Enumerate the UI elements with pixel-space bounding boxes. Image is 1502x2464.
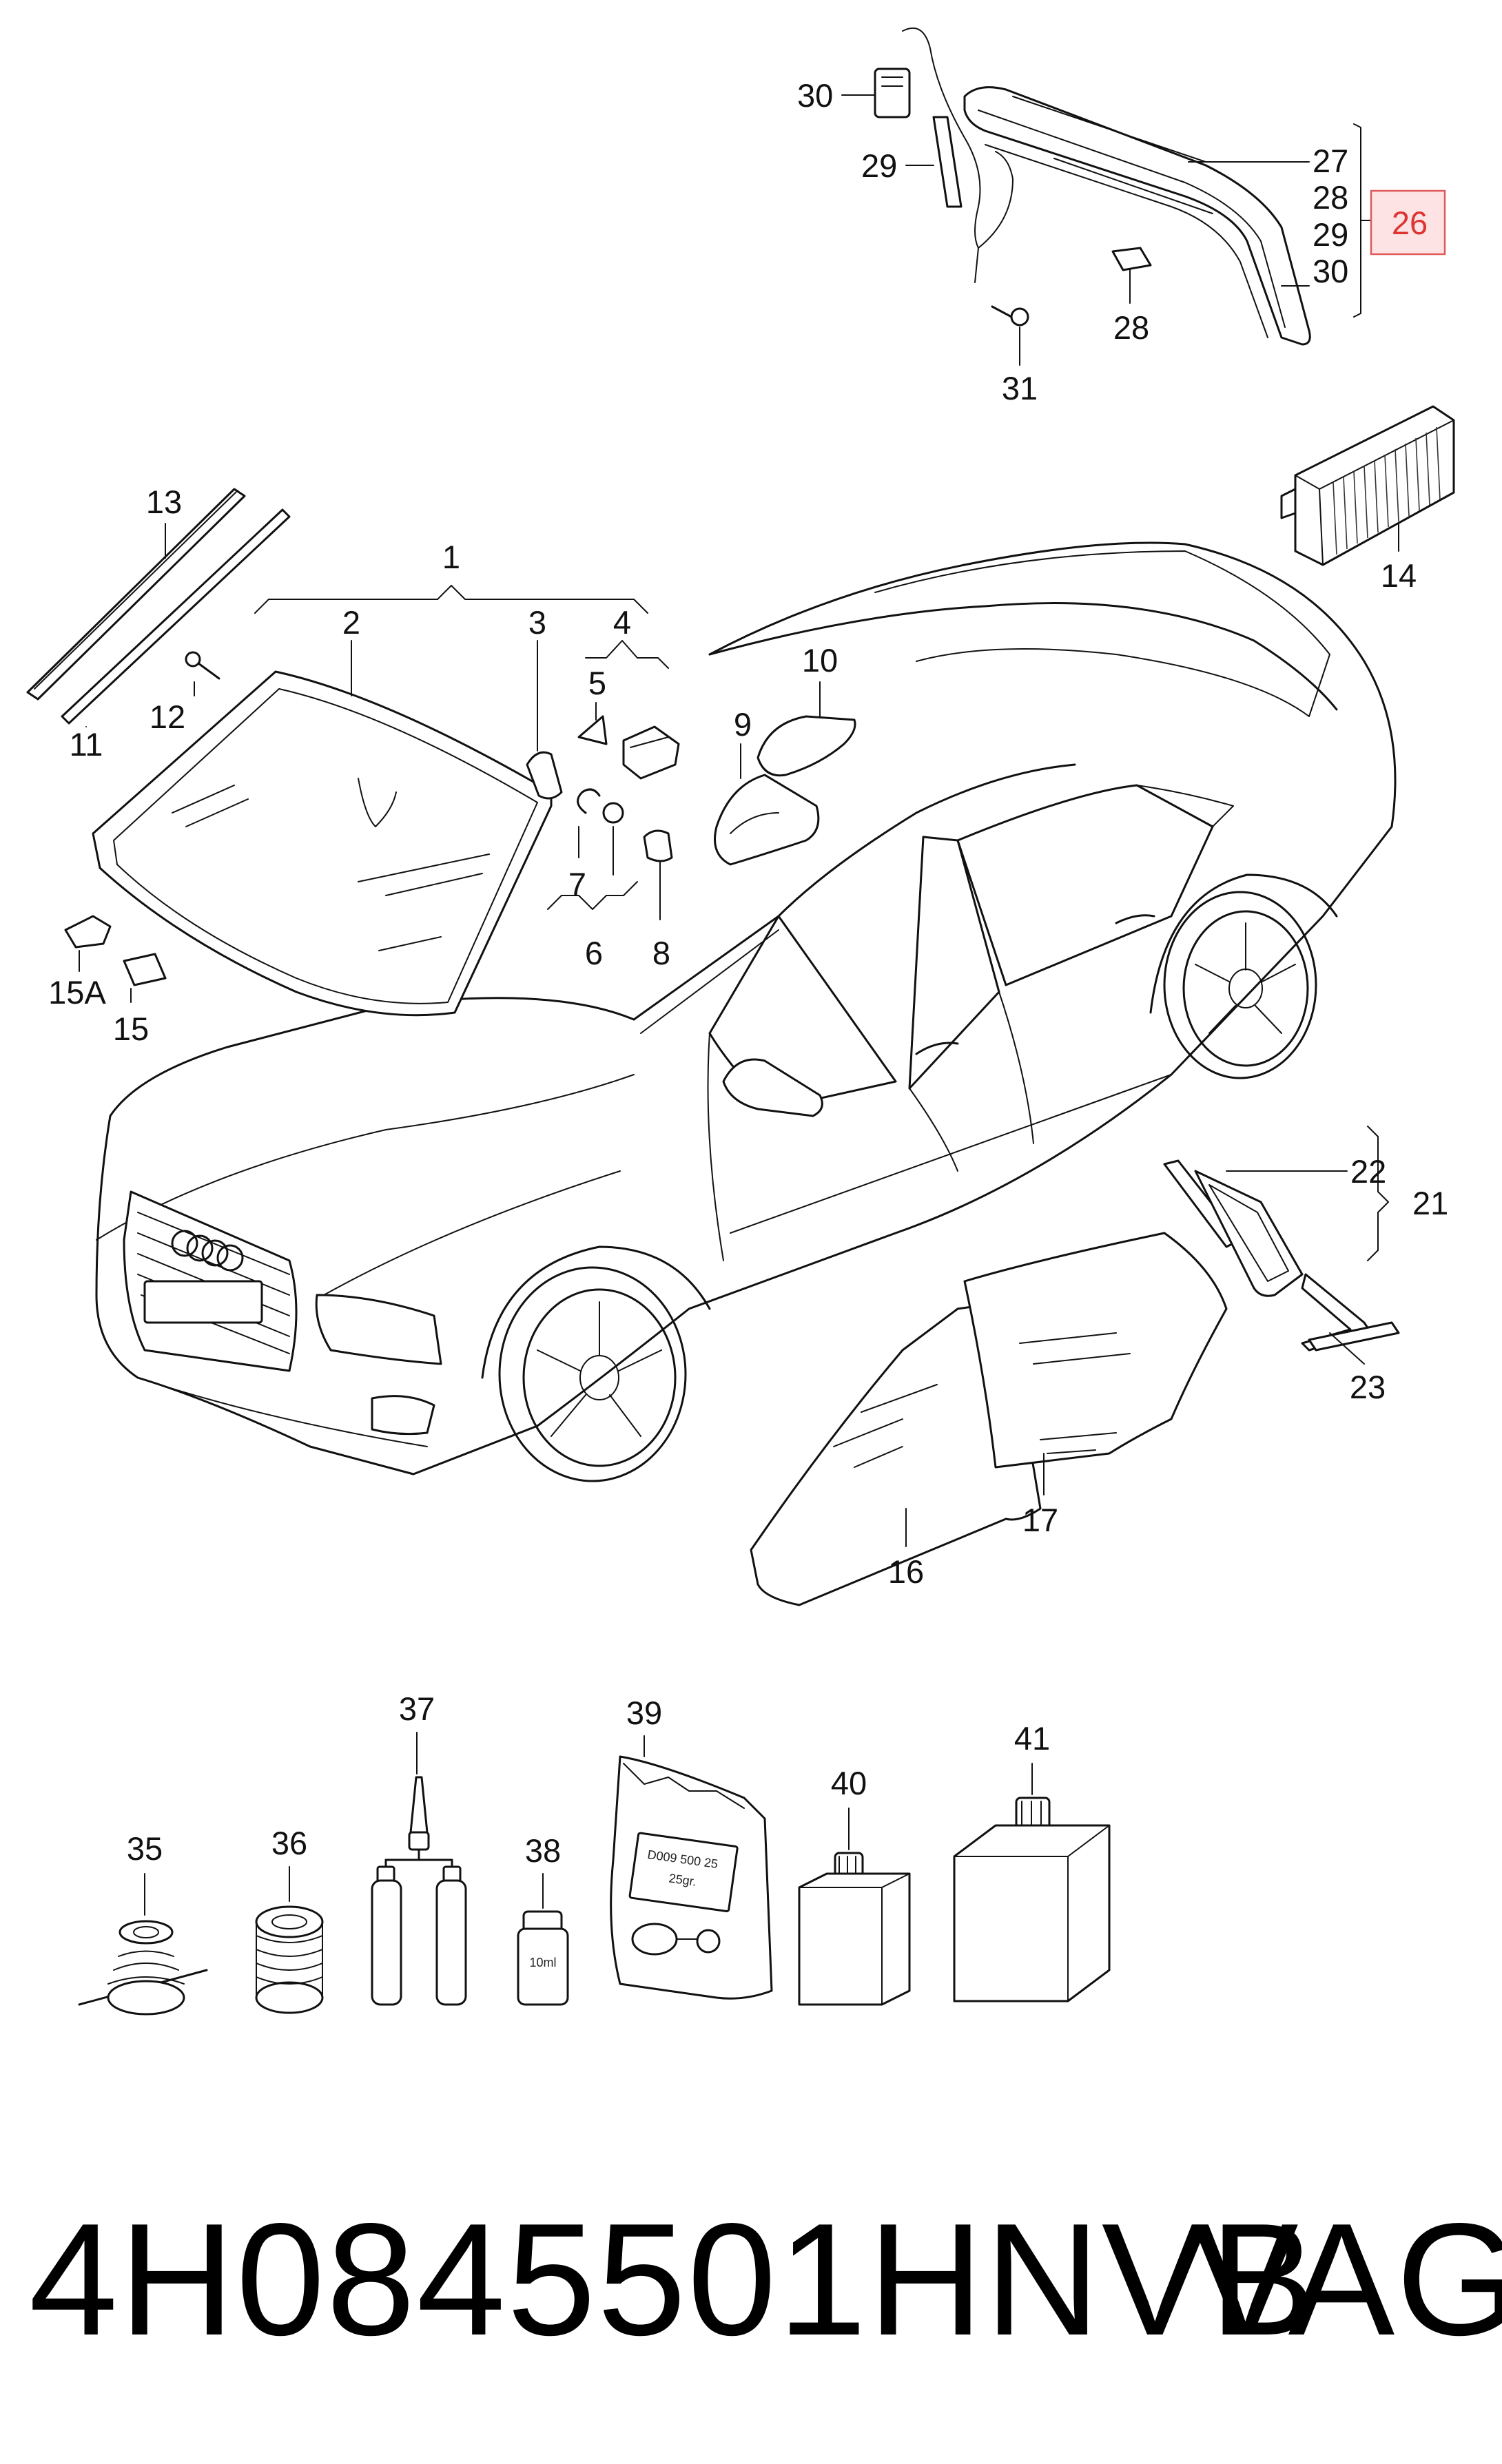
callout-8: 8 — [652, 935, 670, 971]
callout-15a: 15A — [48, 974, 106, 1011]
material-40 — [798, 1852, 911, 2006]
callout-30-bracket: 30 — [1313, 253, 1348, 289]
callout-4: 4 — [613, 604, 631, 641]
callout-41: 41 — [1014, 1720, 1050, 1757]
callout-21: 21 — [1412, 1185, 1448, 1221]
callout-labels: 30 29 27 28 29 30 28 31 14 13 1 2 3 4 5 … — [48, 77, 1448, 1869]
callout-26: 26 — [1392, 205, 1428, 241]
callout-30-top: 30 — [797, 77, 833, 114]
callout-38: 38 — [525, 1832, 561, 1869]
callout-37: 37 — [399, 1690, 435, 1727]
callout-27: 27 — [1313, 143, 1348, 179]
callout-28-bracket: 28 — [1313, 179, 1348, 216]
callout-9: 9 — [734, 706, 752, 743]
callout-12: 12 — [150, 698, 185, 735]
part-caption: 4H0845501HNVB VAG — [0, 2191, 1502, 2370]
callout-1: 1 — [442, 539, 460, 575]
material-37 — [371, 1776, 467, 2006]
quarter-window-21 — [1163, 1159, 1400, 1352]
callout-2: 2 — [342, 604, 360, 641]
callout-7: 7 — [568, 866, 586, 902]
callout-31: 31 — [1002, 370, 1038, 406]
callout-16: 16 — [888, 1553, 924, 1590]
callout-13: 13 — [146, 484, 182, 520]
callout-5: 5 — [588, 665, 606, 701]
material-41 — [953, 1797, 1111, 2002]
material-35 — [78, 1920, 208, 2016]
callout-3: 3 — [528, 604, 546, 641]
bottle-38-label: 10ml — [529, 1956, 556, 1969]
trim-strips — [26, 488, 291, 725]
callout-22: 22 — [1350, 1153, 1386, 1190]
material-36 — [255, 1905, 324, 2014]
control-module-14 — [1280, 405, 1455, 566]
callout-36: 36 — [271, 1825, 307, 1861]
callout-29-top: 29 — [861, 147, 897, 184]
front-wheel — [498, 1266, 687, 1482]
material-38: 10ml — [517, 1910, 569, 2006]
leader-lines — [79, 94, 1399, 1916]
callout-11: 11 — [70, 726, 103, 763]
callout-28-clip: 28 — [1113, 309, 1149, 346]
part-number: 4H0845501HNVB — [29, 2191, 1318, 2369]
car-body — [95, 541, 1397, 1482]
callout-14: 14 — [1381, 557, 1417, 594]
callout-40: 40 — [831, 1765, 867, 1801]
callout-39: 39 — [626, 1695, 662, 1731]
material-39: D009 500 25 25gr. — [610, 1755, 773, 2000]
rear-window-assembly — [874, 28, 1311, 346]
callout-10: 10 — [802, 642, 838, 679]
windshield-2 — [92, 670, 553, 1017]
audi-rings — [171, 1230, 244, 1272]
callout-17: 17 — [1022, 1502, 1058, 1538]
windshield-small-parts — [526, 715, 856, 866]
brand-name: VAG — [1192, 2191, 1502, 2369]
callout-35: 35 — [127, 1830, 163, 1867]
callout-6: 6 — [585, 935, 603, 971]
door-glass-16 — [750, 1301, 1042, 1606]
highlighted-callout-26[interactable]: 26 — [1370, 189, 1446, 256]
clips-15 — [64, 915, 167, 986]
callout-29-bracket: 29 — [1313, 216, 1348, 253]
rear-wheel — [1163, 891, 1317, 1079]
callout-15: 15 — [113, 1011, 149, 1047]
door-glass-17 — [963, 1232, 1228, 1469]
callout-23: 23 — [1350, 1369, 1386, 1405]
